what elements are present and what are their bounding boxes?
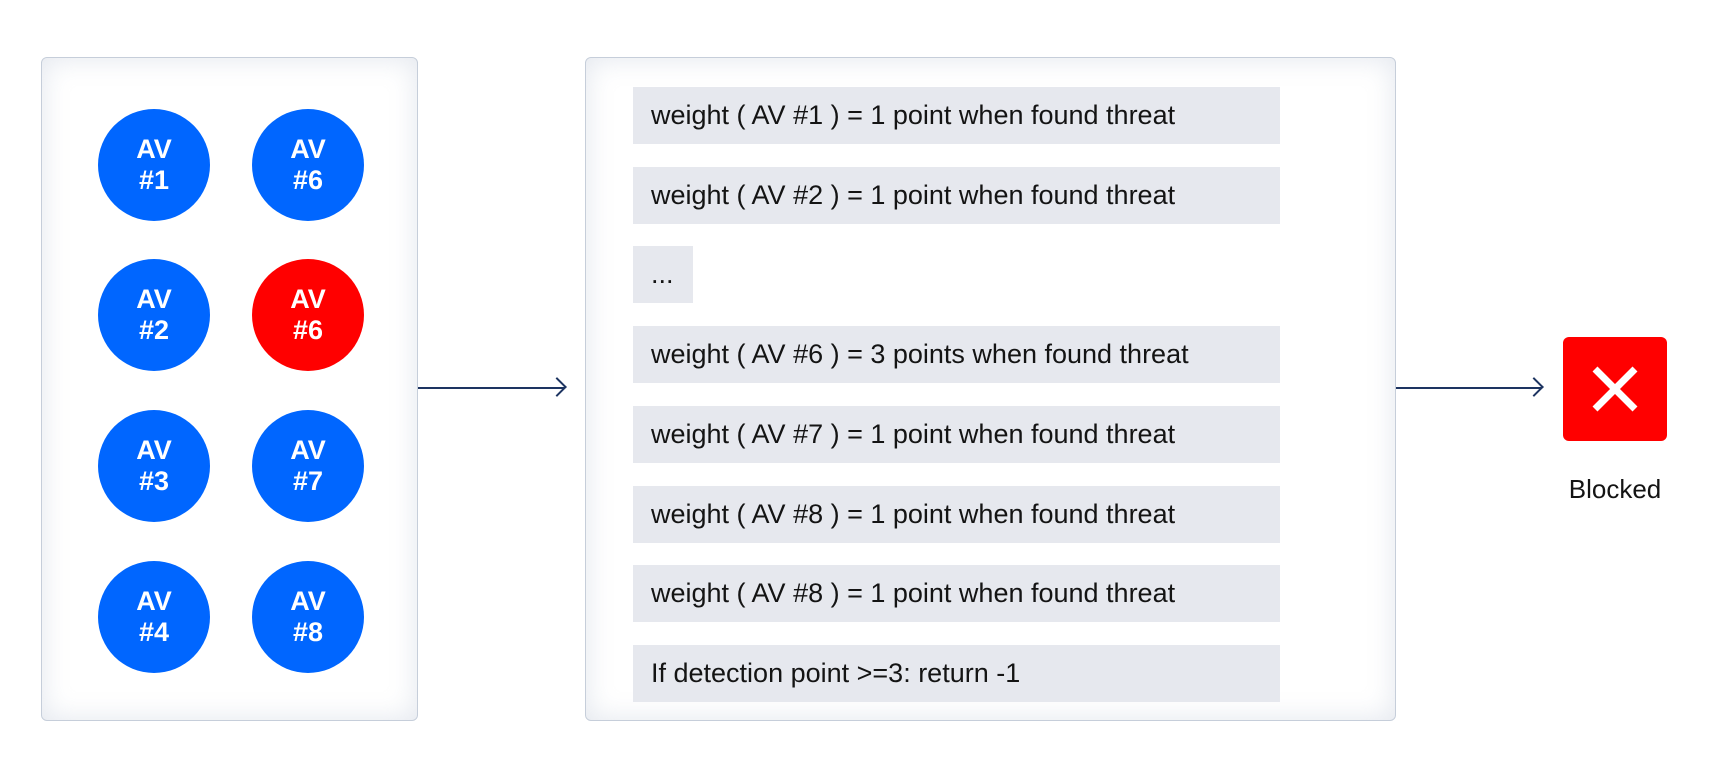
av-engine-label: AV [136, 134, 172, 164]
av-engine-label: #3 [138, 466, 170, 496]
weight-rules-panel: weight ( AV #1 ) = 1 point when found th… [585, 57, 1396, 721]
weight-rule: If detection point >=3: return -1 [633, 644, 1280, 702]
av-engine-label: AV [290, 586, 326, 616]
av-engine-label: #4 [138, 617, 170, 647]
weight-rule: weight ( AV #8 ) = 1 point when found th… [633, 565, 1280, 623]
av-engine-circle: AV#7 [252, 410, 364, 522]
av-engine-circle: AV#6 [252, 259, 364, 371]
arrow-right-icon [418, 387, 565, 389]
av-engine-label: #1 [138, 165, 170, 195]
av-engine-label: AV [290, 284, 326, 314]
av-engine-label: #7 [292, 466, 324, 496]
av-engine-label: #2 [138, 315, 170, 345]
av-engine-label: #8 [292, 617, 324, 647]
blocked-label: Blocked [1568, 474, 1662, 504]
av-engine-label: AV [136, 586, 172, 616]
av-engine-circle: AV#3 [98, 410, 210, 522]
weight-rule: weight ( AV #8 ) = 1 point when found th… [633, 485, 1280, 543]
av-engine-label: AV [290, 134, 326, 164]
blocked-icon [1563, 337, 1667, 441]
weight-rule: weight ( AV #7 ) = 1 point when found th… [633, 405, 1280, 463]
weight-rule: ... [633, 246, 693, 304]
weight-rule: weight ( AV #6 ) = 3 points when found t… [633, 326, 1280, 384]
av-engine-label: #6 [292, 165, 324, 195]
av-engine-circle: AV#1 [98, 109, 210, 221]
weight-rule: weight ( AV #1 ) = 1 point when found th… [633, 87, 1280, 144]
av-engine-circle: AV#8 [252, 561, 364, 673]
av-engine-circle: AV#4 [98, 561, 210, 673]
av-engine-label: AV [136, 284, 172, 314]
av-engine-label: AV [290, 435, 326, 465]
close-icon [1592, 366, 1638, 412]
av-engine-circle: AV#2 [98, 259, 210, 371]
av-engine-label: #6 [292, 315, 324, 345]
av-engine-label: AV [136, 435, 172, 465]
arrow-right-icon [1396, 387, 1542, 389]
av-engine-circle: AV#6 [252, 109, 364, 221]
weight-rule: weight ( AV #2 ) = 1 point when found th… [633, 166, 1280, 224]
